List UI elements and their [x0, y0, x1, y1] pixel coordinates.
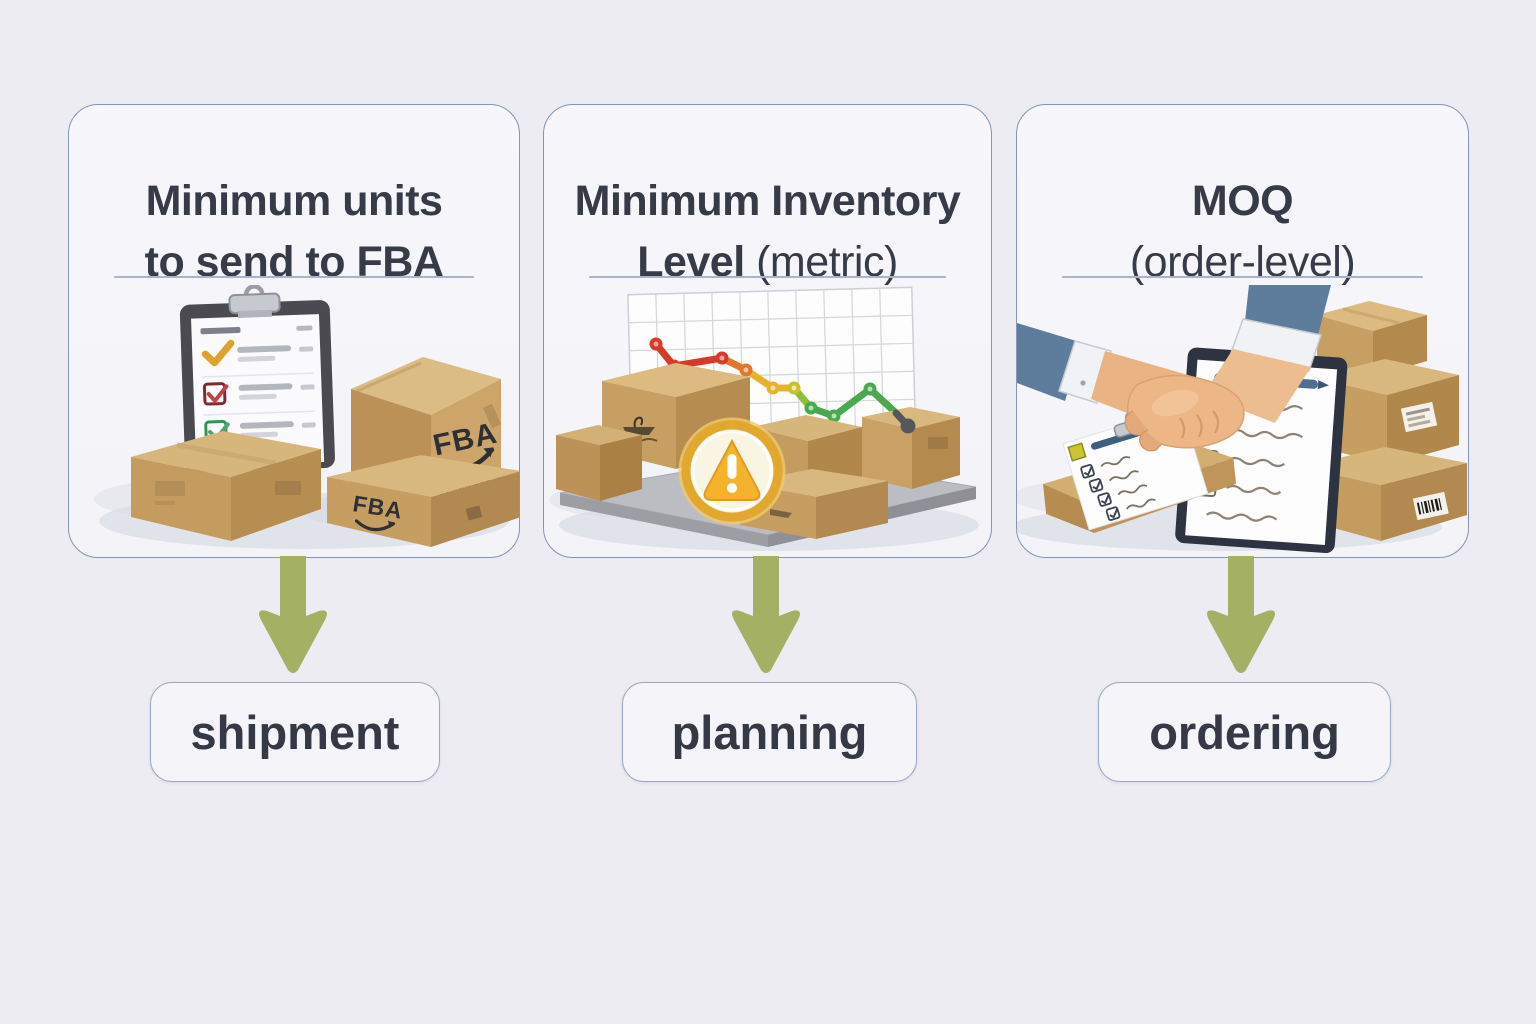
- outcome-box-ordering: ordering: [1098, 682, 1391, 782]
- outcome-label: ordering: [1149, 705, 1340, 759]
- outcome-label: shipment: [190, 705, 400, 759]
- card1-title-line2: to send to FBA: [144, 237, 444, 286]
- card3-title: MOQ (order-level): [1017, 171, 1468, 293]
- card-minimum-units-to-send-to-fba: Minimum units to send to FBA: [68, 104, 520, 558]
- plain-box-icon: [131, 431, 321, 541]
- red-checkbox-icon: [202, 382, 227, 406]
- card3-title-line1: MOQ: [1191, 176, 1294, 225]
- checklist-clipboard-icon: [179, 285, 335, 473]
- card1-illustration-fba-boxes: FBA: [94, 285, 519, 549]
- card2-title-light: (metric): [756, 237, 898, 286]
- card1-title-line1: Minimum units: [145, 176, 443, 225]
- card2-illustration-trend-warning: [549, 286, 979, 551]
- down-arrow-icon: [259, 556, 327, 673]
- card1-title: Minimum units to send to FBA: [69, 171, 519, 293]
- outcome-label: planning: [671, 705, 868, 759]
- card3-title-line2: (order-level): [1129, 237, 1356, 286]
- card3-divider: [1062, 276, 1423, 278]
- fba-box-icon-small: FBA: [327, 455, 519, 547]
- card1-divider: [114, 276, 474, 278]
- outcome-box-planning: planning: [622, 682, 917, 782]
- gold-check-icon: [201, 339, 235, 367]
- card2-title: Minimum Inventory Level (metric): [544, 171, 991, 293]
- handshake-icon: [1017, 285, 1331, 452]
- card-minimum-inventory-level: Minimum Inventory Level (metric): [543, 104, 992, 558]
- warning-triangle-icon: [678, 417, 786, 525]
- down-arrow-icon: [732, 556, 800, 673]
- card2-title-line1: Minimum Inventory: [574, 176, 961, 225]
- outcome-box-shipment: shipment: [150, 682, 440, 782]
- down-arrow-icon: [1207, 556, 1275, 673]
- card-moq-order-level: MOQ (order-level): [1016, 104, 1469, 558]
- card2-title-strong: Level: [637, 237, 745, 286]
- card2-divider: [588, 276, 947, 278]
- card3-illustration-handshake-order: [1017, 285, 1467, 554]
